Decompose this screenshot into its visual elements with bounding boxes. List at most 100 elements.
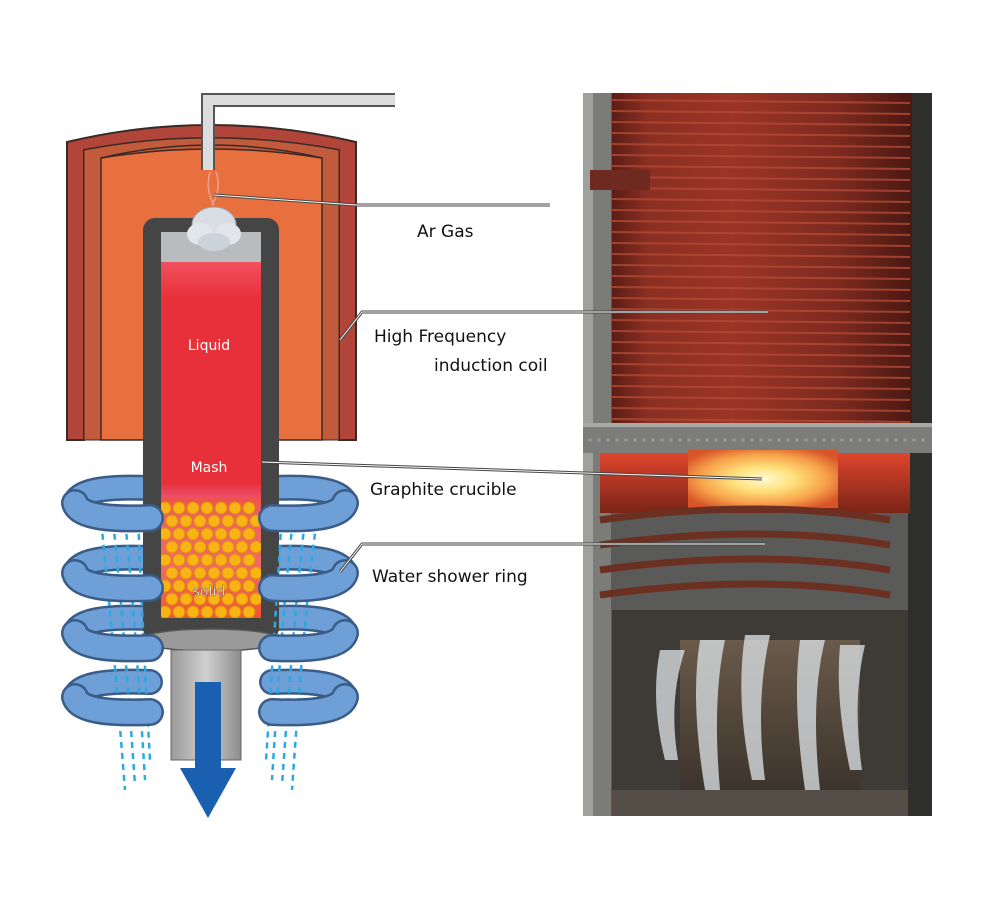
- argon-cloud: [187, 171, 241, 251]
- coil-winding: [611, 99, 911, 104]
- band-dot: [588, 438, 592, 442]
- label-ar-gas: Ar Gas: [417, 222, 474, 242]
- coil-winding: [611, 187, 911, 192]
- solid-ball: [172, 579, 186, 593]
- photo-copper-ring: [599, 505, 891, 524]
- band-dot: [651, 438, 655, 442]
- coil-winding: [611, 385, 911, 390]
- solid-ball: [161, 605, 172, 618]
- solid-ball: [179, 566, 193, 580]
- coil-winding: [611, 165, 911, 170]
- band-dot: [669, 438, 673, 442]
- solid-ball: [242, 605, 256, 618]
- solid-ball: [165, 566, 179, 580]
- solid-ball: [161, 527, 172, 541]
- band-dot: [903, 438, 907, 442]
- solid-ball: [172, 553, 186, 567]
- solid-ball: [193, 540, 207, 554]
- solid-ball: [179, 592, 193, 606]
- band-dot: [921, 438, 925, 442]
- band-dot: [642, 438, 646, 442]
- solid-ball: [200, 501, 214, 515]
- solid-ball: [228, 579, 242, 593]
- band-dot: [615, 438, 619, 442]
- band-dot: [849, 438, 853, 442]
- label-coil-line2: induction coil: [434, 356, 548, 376]
- coil-winding: [611, 396, 911, 401]
- solid-ball: [172, 605, 186, 618]
- coil-winding: [611, 154, 911, 159]
- solid-ball: [186, 553, 200, 567]
- coil-winding: [611, 286, 911, 291]
- coil-winding: [611, 374, 911, 379]
- band-dot: [894, 438, 898, 442]
- band-dot: [597, 438, 601, 442]
- solid-ball: [193, 592, 207, 606]
- band-dot: [885, 438, 889, 442]
- band-dot: [777, 438, 781, 442]
- band-dot: [804, 438, 808, 442]
- band-dot: [660, 438, 664, 442]
- solid-ball: [214, 501, 228, 515]
- band-dot: [714, 438, 718, 442]
- solid-ball: [200, 605, 214, 618]
- graphite-crucible: [138, 218, 284, 652]
- band-dot: [624, 438, 628, 442]
- solid-ball: [193, 514, 207, 528]
- coil-winding: [611, 143, 911, 148]
- band-dot: [840, 438, 844, 442]
- coil-winding: [611, 297, 911, 302]
- band-dot: [750, 438, 754, 442]
- solid-ball: [214, 605, 228, 618]
- coil-winding: [611, 198, 911, 203]
- band-dot: [876, 438, 880, 442]
- coil-winding: [611, 176, 911, 181]
- photo-copper-ring: [599, 555, 891, 574]
- solid-ball: [214, 579, 228, 593]
- band-dot: [759, 438, 763, 442]
- solid-ball: [165, 592, 179, 606]
- solid-ball: [242, 501, 256, 515]
- coil-winding: [611, 418, 911, 423]
- coil-winding: [611, 132, 911, 137]
- withdrawal-arrow-icon: [180, 682, 236, 818]
- solid-ball: [214, 527, 228, 541]
- gas-pipe: [201, 93, 395, 170]
- solid-ball: [179, 540, 193, 554]
- band-dot: [705, 438, 709, 442]
- photo-copper-ring: [599, 580, 891, 599]
- solid-ball: [179, 514, 193, 528]
- solid-ball: [186, 605, 200, 618]
- solid-ball: [228, 527, 242, 541]
- water-spray: [98, 511, 320, 791]
- solid-ball: [161, 553, 172, 567]
- solid-ball: [186, 501, 200, 515]
- coil-winding: [611, 363, 911, 368]
- solid-ball: [214, 553, 228, 567]
- solid-ball: [221, 566, 235, 580]
- solid-ball: [235, 540, 249, 554]
- band-dot: [696, 438, 700, 442]
- solid-ball: [186, 579, 200, 593]
- coil-winding: [611, 242, 911, 247]
- label-graphite-crucible: Graphite crucible: [370, 480, 517, 500]
- solid-ball: [221, 540, 235, 554]
- coil-winding: [611, 220, 911, 225]
- coil-winding: [611, 330, 911, 335]
- coil-winding: [611, 275, 911, 280]
- solid-ball: [165, 514, 179, 528]
- solid-ball: [235, 592, 249, 606]
- shower-ring-front-fill: [63, 491, 357, 724]
- solid-ball: [235, 514, 249, 528]
- coil-winding: [611, 231, 911, 236]
- solid-ball: [221, 592, 235, 606]
- solid-ball: [172, 527, 186, 541]
- furnace-photo: [583, 93, 932, 816]
- band-dot: [732, 438, 736, 442]
- solid-ball: [200, 527, 214, 541]
- coil-winding: [611, 319, 911, 324]
- solid-ball: [193, 566, 207, 580]
- band-dot: [678, 438, 682, 442]
- coil-winding: [611, 407, 911, 412]
